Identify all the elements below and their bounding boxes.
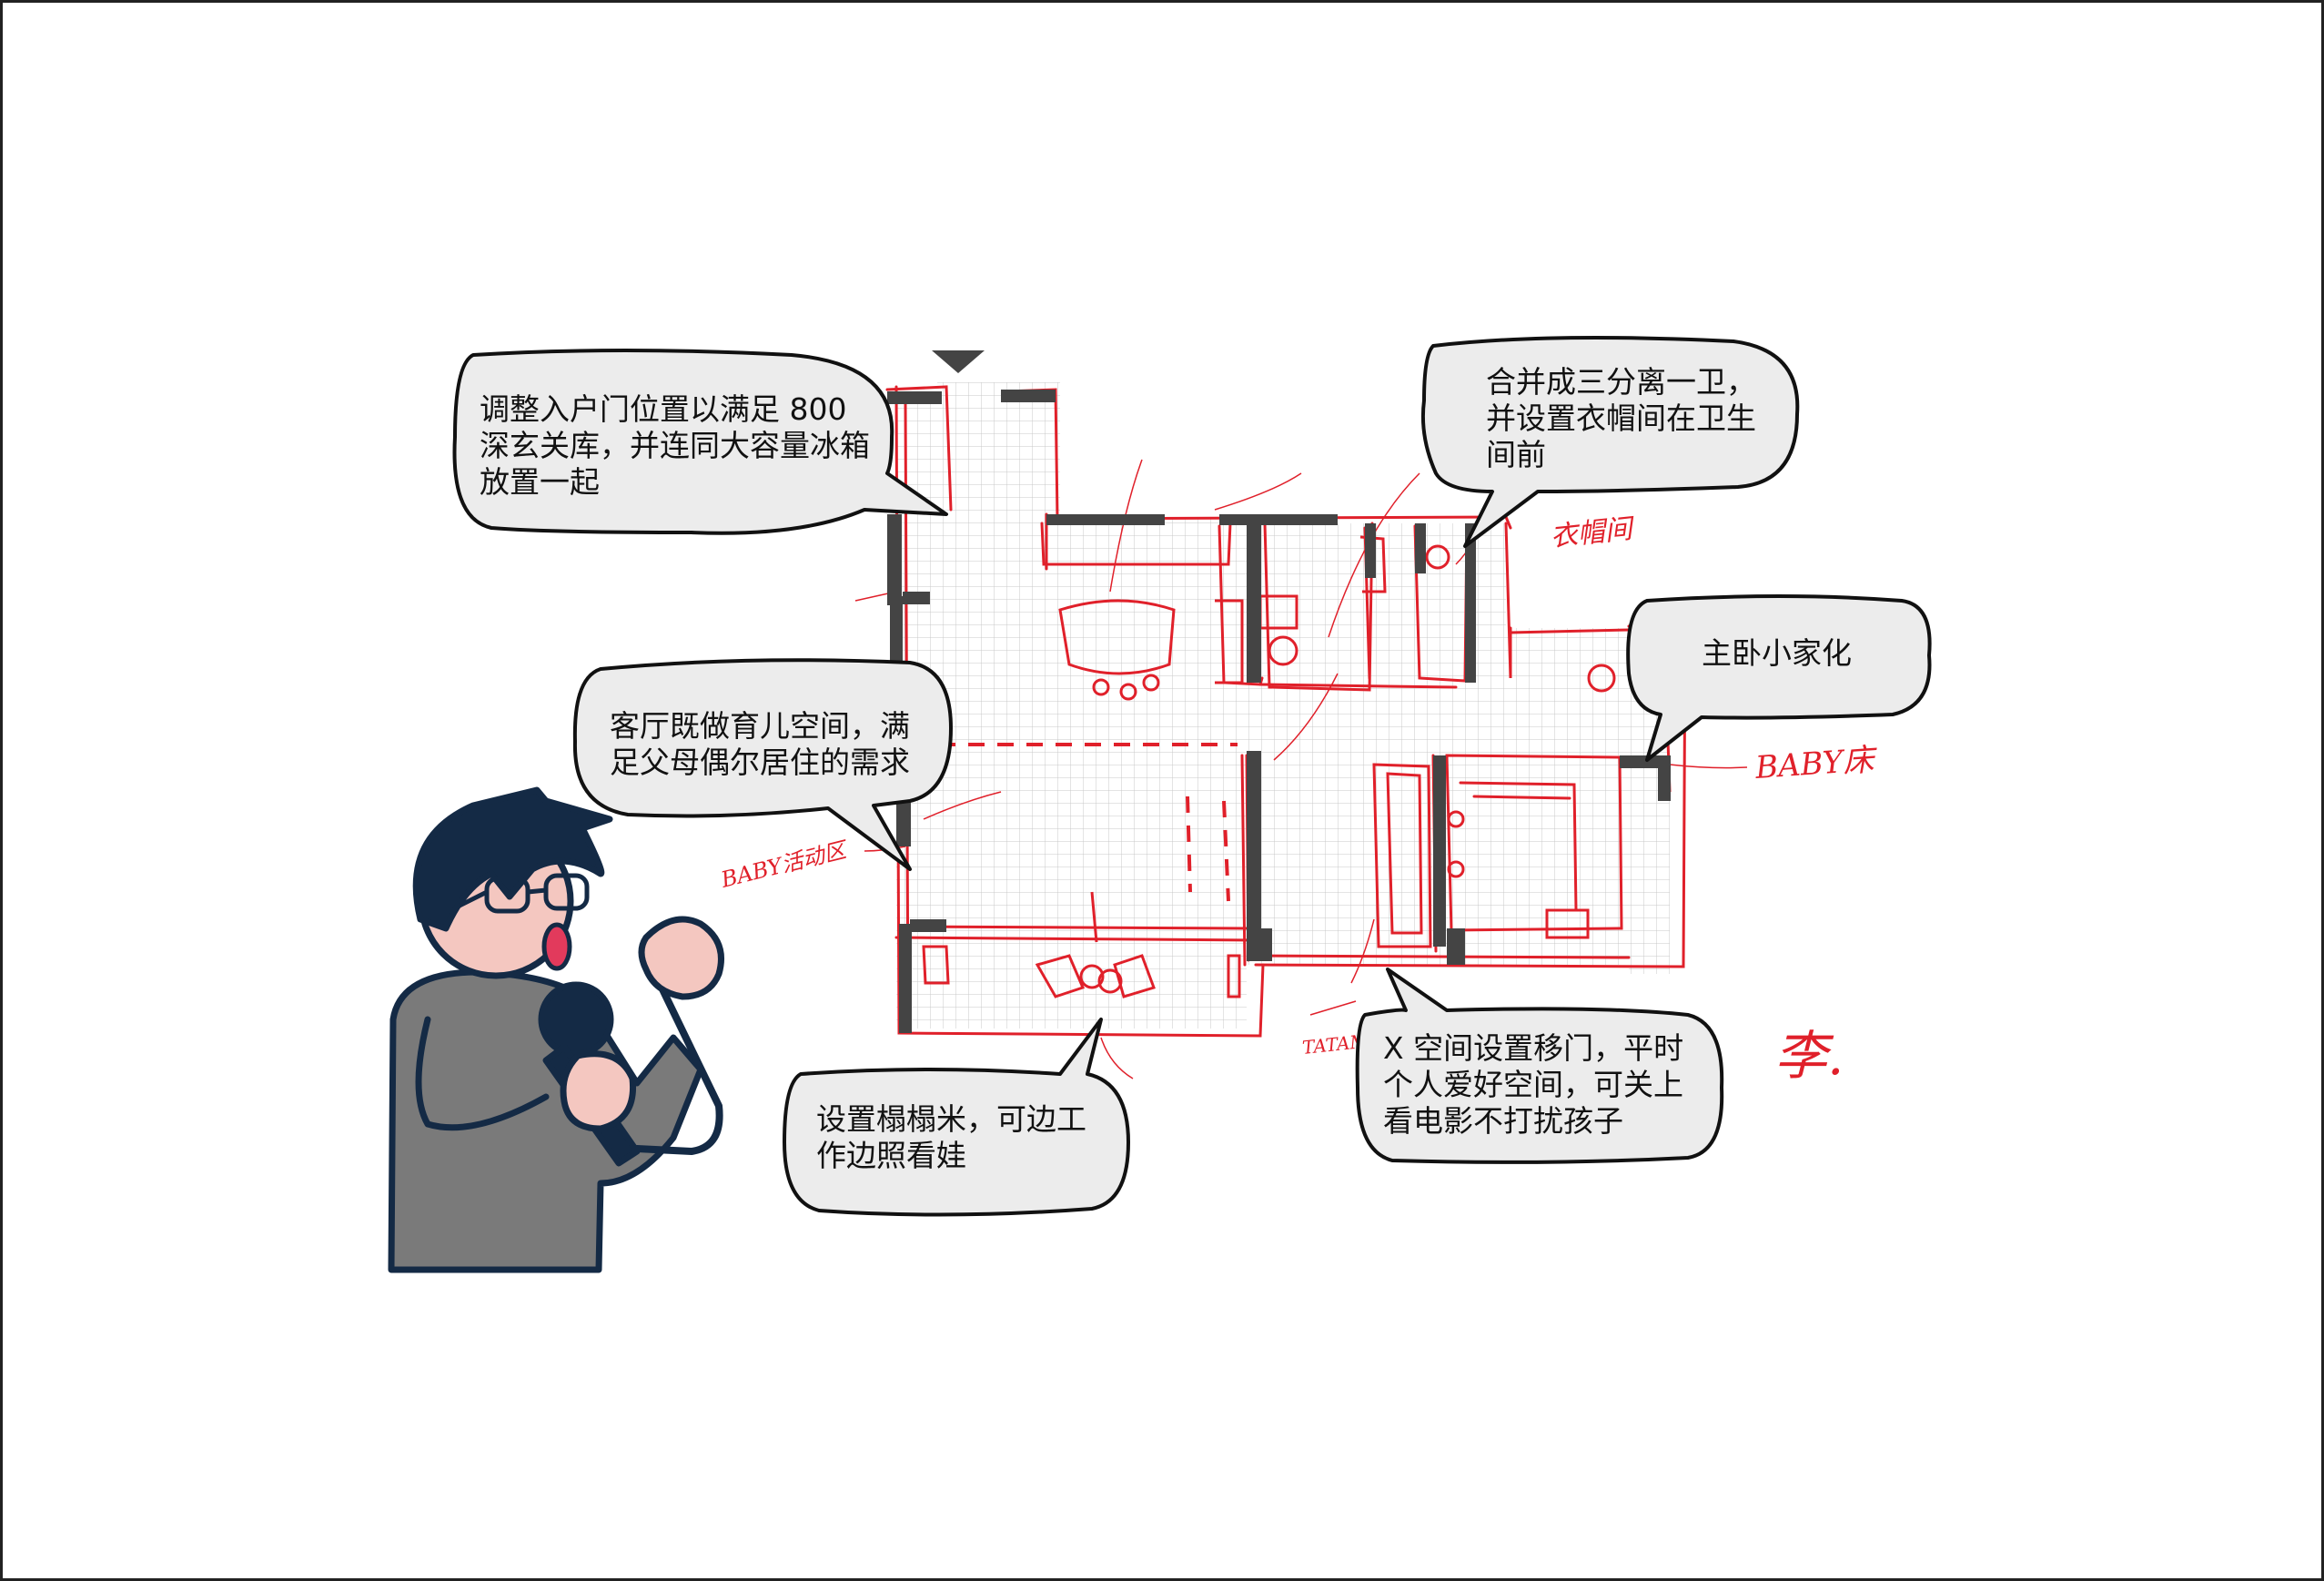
callout-x-space-text: X 空间设置移门，平时 个人爱好空间，可关上 看电影不打扰孩子: [1383, 1030, 1684, 1139]
callout-master-text: 主卧小家化: [1702, 635, 1852, 671]
floor-plan: BABY床 BABY活动区 衣帽间 TATAMI 李.: [718, 350, 1880, 1087]
presenter-fist-mic: [560, 1050, 637, 1132]
sketch-notes: BABY床 BABY活动区 衣帽间 TATAMI 李.: [718, 512, 1880, 1087]
sketch-dashed-line: [910, 743, 1238, 902]
speech-bubbles: [452, 336, 1932, 1217]
bubble-x-space: [1355, 968, 1724, 1164]
note-baby-bed: BABY床: [1753, 742, 1880, 786]
note-cloakroom: 衣帽间: [1549, 512, 1637, 553]
bubble-living: [572, 658, 953, 871]
callout-living-text: 客厅既做育儿空间，满 足父母偶尔居住的需求: [610, 708, 910, 780]
presenter-body: [388, 968, 704, 1273]
presenter-character: [388, 786, 724, 1273]
callout-tatami-text: 设置榻榻米，可边工 作边照看娃: [816, 1101, 1086, 1173]
callout-bathroom-text: 合并成三分离一卫， 并设置衣帽间在卫生 间前: [1486, 364, 1756, 472]
bubble-entrance: [452, 349, 948, 535]
presenter-mic-arm: [415, 1016, 550, 1131]
presenter-raised-arm: [633, 961, 723, 1155]
bubble-master: [1626, 594, 1932, 762]
bubble-tatami: [783, 1018, 1130, 1217]
note-baby-play: BABY活动区: [718, 836, 852, 893]
entrance-marker-icon: [932, 350, 985, 373]
callout-entrance-text: 调整入户门位置以满足 800 深玄关库，并连同大容量冰箱 放置一起: [480, 391, 870, 500]
glasses-icon: [457, 873, 590, 914]
presenter-hair: [412, 786, 613, 932]
presenter-mouth: [541, 922, 572, 971]
bubble-bathroom: [1420, 336, 1800, 548]
presenter-fist-raised: [638, 916, 724, 1000]
note-signature: 李.: [1774, 1025, 1844, 1087]
microphone-icon: [538, 981, 614, 1058]
